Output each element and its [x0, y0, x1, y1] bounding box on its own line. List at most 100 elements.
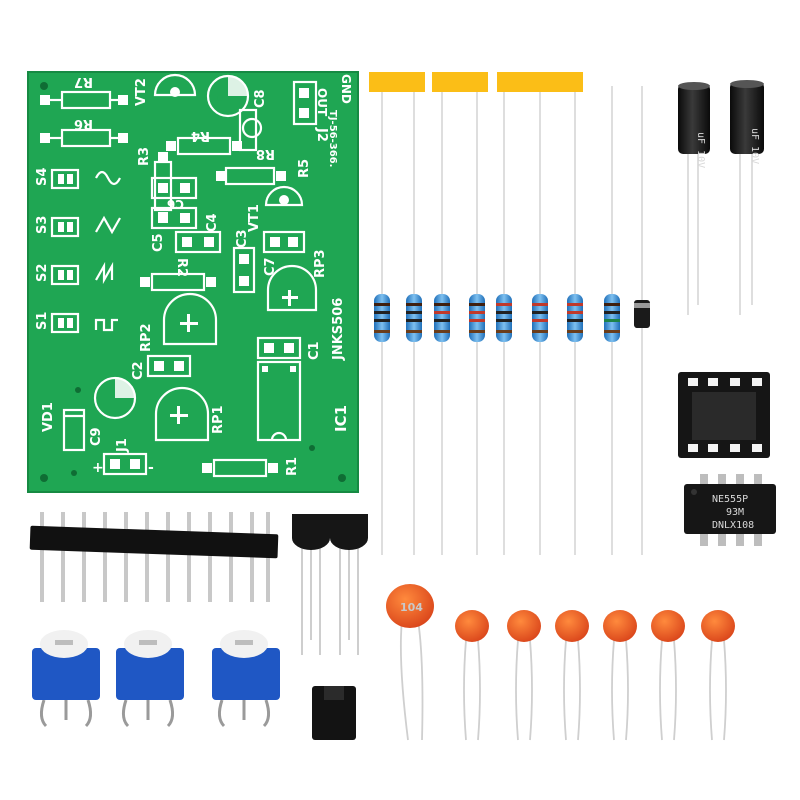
footprint-r6: [40, 128, 128, 148]
waveform-symbols: [94, 170, 121, 332]
electrolytic-cap-1-marking: uF 10V: [695, 132, 706, 168]
resistor-4: [469, 294, 485, 342]
resistor-3: [434, 294, 450, 342]
footprint-c2: [146, 354, 192, 378]
footprint-c6: [150, 176, 198, 200]
label-plus: +: [92, 460, 104, 476]
diode: [634, 300, 650, 328]
footprint-c4: [174, 230, 222, 254]
transistor-2: [330, 514, 368, 655]
label-j2: J2: [314, 127, 329, 142]
trimmer-pot-1: [32, 630, 100, 728]
ic-socket: [678, 372, 770, 458]
transistors: [292, 514, 368, 655]
ceramic-cap-5: [603, 610, 637, 741]
resistor-row: [374, 294, 650, 342]
label-c8: C8: [253, 89, 268, 108]
resistor-8: [604, 294, 620, 342]
label-r2: R2: [174, 258, 189, 277]
footprint-c3: [232, 246, 256, 294]
component-leads: [381, 86, 643, 555]
trimmer-pot-3: [212, 630, 280, 728]
label-rp3: RP3: [313, 249, 328, 278]
footprint-c8-small: [241, 117, 263, 139]
footprint-vt1: [264, 185, 304, 207]
label-r5: R5: [297, 159, 312, 178]
ic-marking-line3: DNLX108: [712, 520, 754, 531]
resistor-5: [496, 294, 512, 342]
label-minus: -: [148, 460, 154, 476]
trimmer-pot-2: [116, 630, 184, 728]
footprint-c7: [262, 230, 306, 254]
ceramic-cap-2: [455, 610, 489, 741]
label-ic1: IC1: [332, 405, 350, 432]
label-gnd: GND: [339, 74, 353, 104]
label-c9: C9: [89, 427, 104, 446]
label-c5: C5: [151, 233, 166, 252]
footprint-r4: [166, 136, 242, 156]
ceramic-cap-3: [507, 610, 541, 741]
resistor-2: [406, 294, 422, 342]
label-c6: C6: [167, 197, 184, 211]
footprint-r2: [140, 272, 216, 292]
pcb-board: GND TJ-56-366. OUT J2 R7 R6 VT2 C8 R4 R8…: [27, 71, 359, 493]
footprint-rp2: [162, 292, 218, 346]
electrolytic-cap-2: uF 10V: [730, 80, 764, 315]
label-s1: S1: [35, 312, 50, 330]
footprint-r8: [238, 108, 258, 152]
ceramic-cap-7: [701, 610, 735, 741]
label-j1: J1: [115, 438, 130, 453]
label-c2: C2: [131, 361, 146, 380]
label-batch: TJ-56-366.: [327, 110, 338, 167]
ic-marking-line2: 93M: [726, 507, 744, 518]
electrolytic-cap-1: uF 10V: [678, 82, 710, 315]
label-model: JNKS506: [331, 298, 346, 361]
resistor-7: [567, 294, 583, 342]
footprint-switches: [50, 168, 80, 334]
label-s2: S2: [35, 264, 50, 282]
pcb-vias: [40, 82, 346, 482]
label-r3: R3: [137, 147, 152, 166]
lead-tape: [369, 72, 583, 92]
footprint-c9: [93, 376, 137, 420]
label-r6: R6: [74, 116, 93, 131]
pin-header: [29, 512, 279, 602]
trimmer-pots: [32, 630, 280, 728]
transistor-1: [292, 514, 330, 655]
footprint-r1: [202, 458, 278, 478]
resistor-1: [374, 294, 390, 342]
footprint-j1: [102, 452, 148, 476]
ceramic-cap-104-marking: 104: [400, 601, 423, 614]
label-s4: S4: [35, 168, 50, 186]
label-vd1: VD1: [41, 402, 56, 432]
footprint-rp1: [154, 386, 210, 442]
footprint-r7: [40, 90, 128, 110]
label-c7: C7: [263, 257, 278, 276]
resistor-6: [532, 294, 548, 342]
label-rp1: RP1: [211, 405, 226, 434]
ceramic-cap-104: 104: [386, 584, 434, 741]
label-c1: C1: [307, 341, 322, 360]
label-vt1: VT1: [247, 204, 262, 232]
ceramic-cap-4: [555, 610, 589, 741]
footprint-r5: [216, 166, 286, 186]
ceramic-capacitors: 104: [386, 584, 735, 741]
footprint-ic1: [256, 360, 302, 442]
electrolytic-cap-2-marking: uF 10V: [749, 128, 760, 164]
footprint-vt2: [153, 73, 197, 97]
label-c4: C4: [205, 213, 220, 232]
footprint-c5: [150, 206, 198, 230]
label-c3: C3: [235, 229, 250, 248]
label-s3: S3: [35, 216, 50, 234]
label-out: OUT: [315, 88, 329, 117]
footprint-c8: [206, 74, 250, 118]
footprint-rp3: [266, 264, 318, 312]
label-r1: R1: [285, 457, 300, 476]
electrolytic-capacitors: uF 10V uF 10V: [678, 80, 764, 315]
footprint-c1: [256, 336, 302, 360]
ne555-ic: NE555P 93M DNLX108: [684, 474, 776, 546]
label-rp2: RP2: [139, 323, 154, 352]
label-r8: R8: [256, 146, 275, 161]
label-vt2: VT2: [134, 78, 149, 106]
